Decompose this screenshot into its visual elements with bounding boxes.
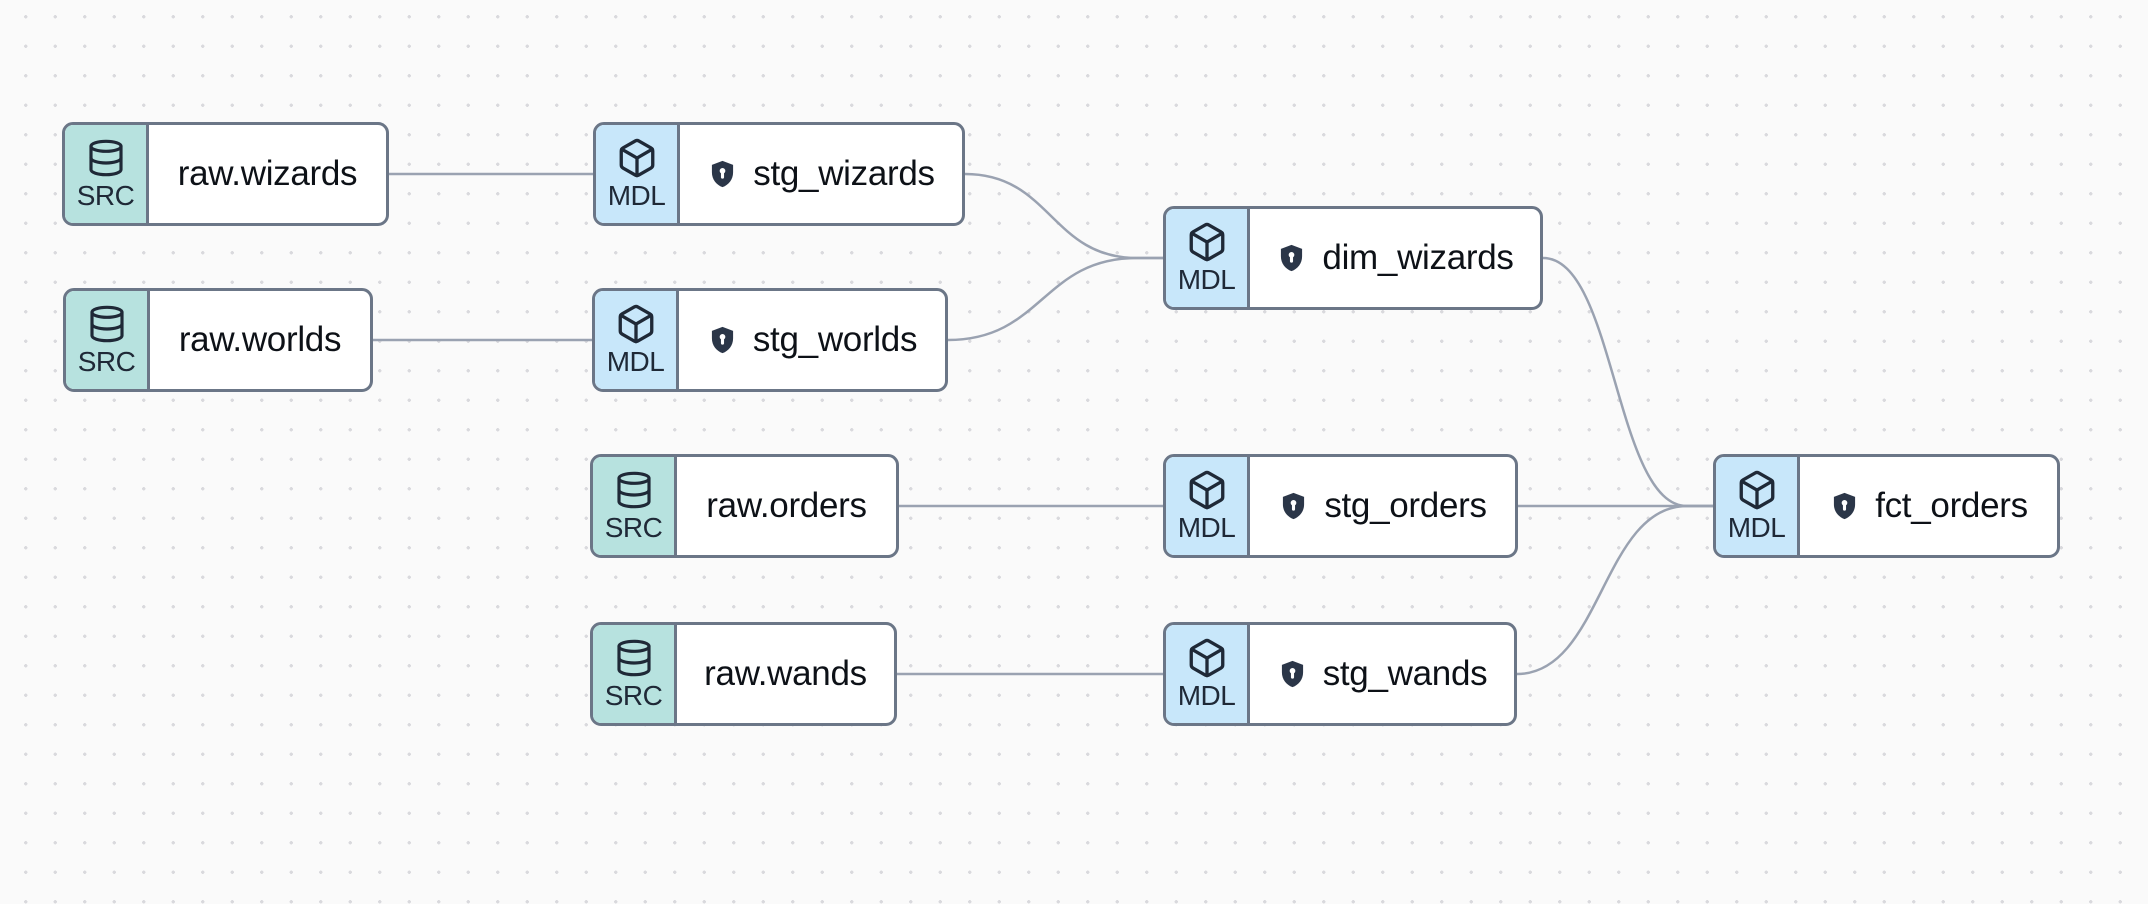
node-type-label: MDL xyxy=(1177,512,1236,544)
shield-icon xyxy=(1829,489,1860,523)
database-icon xyxy=(614,637,654,679)
node-body: raw.wands xyxy=(677,625,894,723)
shield-icon xyxy=(1276,241,1307,275)
source-type-badge: SRC xyxy=(593,457,677,555)
node-raw_wizards[interactable]: SRC raw.wizards xyxy=(62,122,389,226)
node-type-label: MDL xyxy=(1727,512,1786,544)
node-label: fct_orders xyxy=(1875,486,2028,525)
node-raw_orders[interactable]: SRC raw.orders xyxy=(590,454,899,558)
node-body: raw.worlds xyxy=(150,291,370,389)
node-type-label: SRC xyxy=(76,180,135,212)
node-stg_wizards[interactable]: MDL stg_wizards xyxy=(593,122,965,226)
database-icon xyxy=(614,469,654,511)
shield-icon xyxy=(707,323,738,357)
node-label: stg_orders xyxy=(1324,486,1487,525)
model-type-badge: MDL xyxy=(596,125,680,223)
model-type-badge: MDL xyxy=(1166,209,1250,307)
source-type-badge: SRC xyxy=(66,291,150,389)
shield-icon xyxy=(1278,489,1309,523)
edge-stg_worlds-dim_wizards xyxy=(946,256,1165,342)
edge-stg_wizards-dim_wizards xyxy=(963,172,1165,260)
model-type-badge: MDL xyxy=(595,291,679,389)
cube-icon xyxy=(615,303,657,345)
node-type-label: MDL xyxy=(1177,264,1236,296)
node-body: dim_wizards xyxy=(1250,209,1540,307)
edge-dim_wizards-fct_orders xyxy=(1541,256,1715,508)
node-body: raw.wizards xyxy=(149,125,386,223)
node-label: raw.wands xyxy=(704,654,867,693)
node-body: stg_orders xyxy=(1250,457,1515,555)
edge-stg_wands-fct_orders xyxy=(1515,504,1715,676)
cube-icon xyxy=(1186,221,1228,263)
database-icon xyxy=(86,137,126,179)
node-raw_wands[interactable]: SRC raw.wands xyxy=(590,622,897,726)
node-label: stg_wands xyxy=(1322,654,1488,693)
node-body: stg_worlds xyxy=(679,291,945,389)
node-type-label: MDL xyxy=(606,346,665,378)
source-type-badge: SRC xyxy=(593,625,677,723)
node-body: fct_orders xyxy=(1800,457,2057,555)
model-type-badge: MDL xyxy=(1166,457,1250,555)
node-type-label: SRC xyxy=(604,512,663,544)
node-stg_worlds[interactable]: MDL stg_worlds xyxy=(592,288,948,392)
cube-icon xyxy=(616,137,658,179)
node-type-label: SRC xyxy=(604,680,663,712)
node-stg_orders[interactable]: MDL stg_orders xyxy=(1163,454,1518,558)
node-body: stg_wands xyxy=(1250,625,1514,723)
node-type-label: MDL xyxy=(607,180,666,212)
node-dim_wizards[interactable]: MDL dim_wizards xyxy=(1163,206,1543,310)
cube-icon xyxy=(1186,469,1228,511)
node-body: raw.orders xyxy=(677,457,896,555)
node-stg_wands[interactable]: MDL stg_wands xyxy=(1163,622,1517,726)
node-fct_orders[interactable]: MDL fct_orders xyxy=(1713,454,2060,558)
node-raw_worlds[interactable]: SRC raw.worlds xyxy=(63,288,373,392)
node-type-label: MDL xyxy=(1177,680,1236,712)
model-type-badge: MDL xyxy=(1716,457,1800,555)
node-label: stg_worlds xyxy=(752,320,918,359)
node-type-label: SRC xyxy=(77,346,136,378)
database-icon xyxy=(87,303,127,345)
source-type-badge: SRC xyxy=(65,125,149,223)
node-label: stg_wizards xyxy=(753,154,935,193)
cube-icon xyxy=(1186,637,1228,679)
shield-icon xyxy=(1277,657,1308,691)
node-label: raw.orders xyxy=(706,486,867,525)
model-type-badge: MDL xyxy=(1166,625,1250,723)
node-body: stg_wizards xyxy=(680,125,962,223)
node-label: raw.wizards xyxy=(177,154,358,193)
shield-icon xyxy=(707,157,738,191)
cube-icon xyxy=(1736,469,1778,511)
node-label: raw.worlds xyxy=(178,320,342,359)
node-label: dim_wizards xyxy=(1322,238,1514,277)
